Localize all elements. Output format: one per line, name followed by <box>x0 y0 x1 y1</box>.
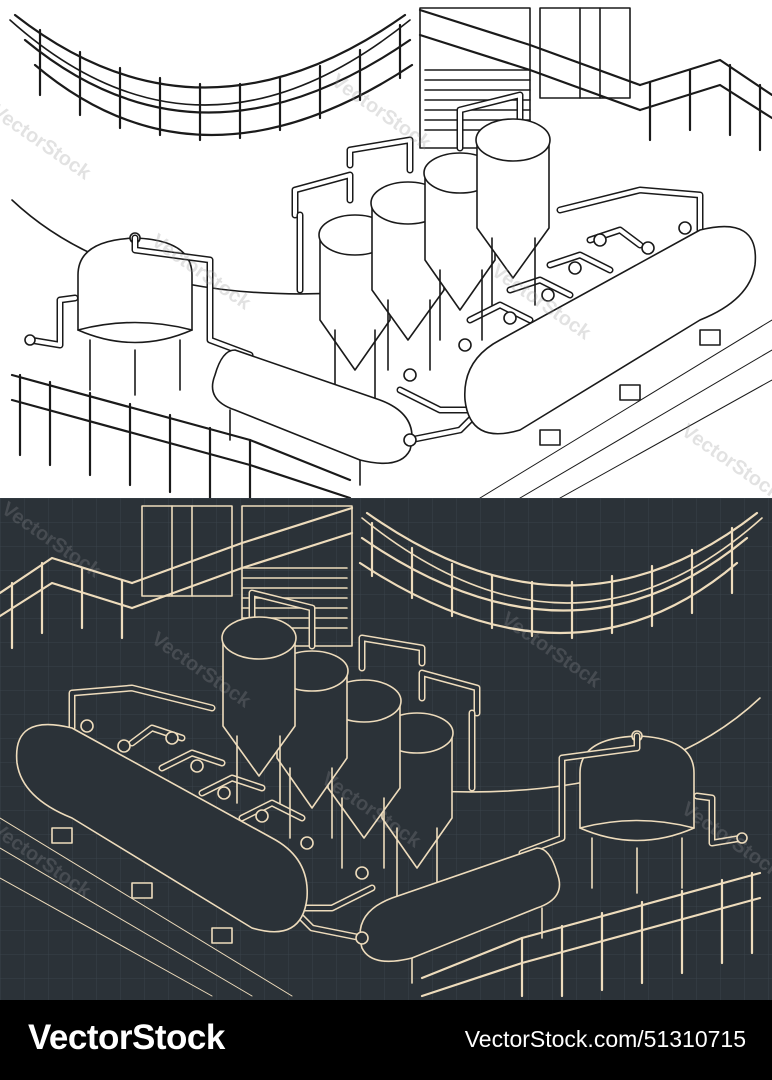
building <box>419 7 631 149</box>
brand-logo[interactable]: VectorStock <box>28 1018 225 1057</box>
vertical-tank-4 <box>475 118 551 306</box>
upper-right-railing <box>0 506 354 650</box>
horizontal-tank-small <box>211 349 413 486</box>
lower-left-railing <box>420 871 762 998</box>
light-blueprint-drawing <box>9 7 772 498</box>
valves <box>24 221 692 447</box>
tank-railing <box>13 13 414 142</box>
ground-lines <box>0 817 293 997</box>
lower-left-railing <box>10 373 352 498</box>
ground-lines <box>479 319 772 498</box>
pipes <box>68 589 746 942</box>
storage-tank-roof <box>9 19 411 106</box>
pipes <box>26 91 704 444</box>
horizontal-tank-large <box>464 225 757 446</box>
tank-railing <box>358 511 759 640</box>
storage-tank-roof <box>361 517 763 604</box>
horizontal-tank-small <box>359 847 561 984</box>
vertical-tank-4 <box>221 616 297 804</box>
footer-bar: VectorStock VectorStock.com/51310715 <box>0 1000 772 1080</box>
valves <box>80 719 748 945</box>
dark-blueprint-drawing <box>0 498 772 1000</box>
horizontal-tank-large <box>15 723 308 944</box>
stock-image-url[interactable]: VectorStock.com/51310715 <box>464 1026 746 1052</box>
light-blueprint-panel: VectorStock VectorStock VectorStock Vect… <box>0 0 772 498</box>
dark-blueprint-panel: VectorStock VectorStock VectorStock Vect… <box>0 498 772 1000</box>
upper-right-railing <box>418 8 772 152</box>
